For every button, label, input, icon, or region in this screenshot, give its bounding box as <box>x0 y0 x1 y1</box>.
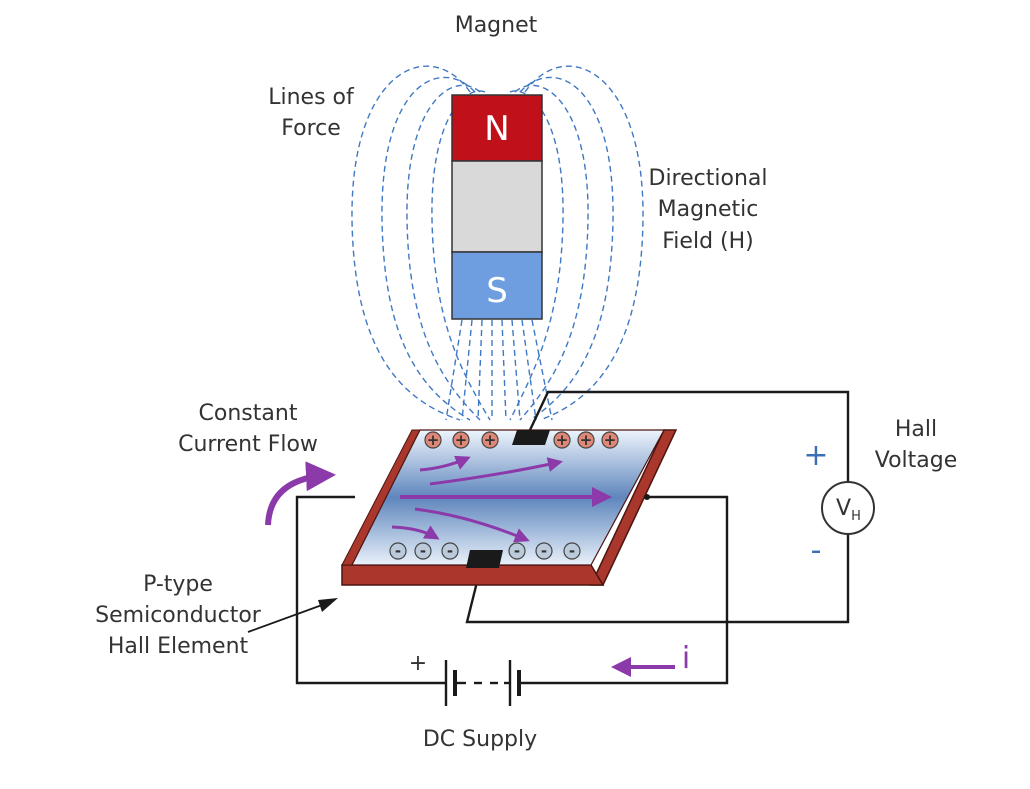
element-label-line1: P-type <box>143 572 213 597</box>
lines-of-force-label-line2: Force <box>281 116 341 141</box>
hall-element-leader <box>247 604 323 633</box>
field-label-line1: Directional <box>649 166 768 191</box>
positive-charge <box>553 431 571 449</box>
hall-voltage-label-line1: Hall <box>895 417 937 442</box>
negative-charge <box>563 542 581 560</box>
element-label-line3: Hall Element <box>108 634 249 659</box>
negative-charge-sign: - <box>541 542 547 560</box>
positive-charge <box>577 431 595 449</box>
south-label: S <box>486 271 508 311</box>
negative-charge <box>535 542 553 560</box>
hall-minus-sign: - <box>811 533 822 568</box>
hall-plus-sign: + <box>803 438 828 473</box>
positive-charge <box>601 431 619 449</box>
dc-supply-battery <box>444 660 521 706</box>
negative-charge-sign: - <box>420 542 426 560</box>
hall-contact-top <box>512 430 550 445</box>
negative-charge <box>414 542 432 560</box>
supply-plus-sign: + <box>409 651 427 676</box>
current-flow-arrows <box>265 455 675 677</box>
dc-supply-label: DC Supply <box>423 727 537 752</box>
negative-charge-sign: - <box>447 542 453 560</box>
positive-charge-sign: + <box>455 431 468 449</box>
negative-charge <box>508 542 526 560</box>
field-label-line2: Magnetic <box>658 197 759 222</box>
negative-charge-sign: - <box>395 542 401 560</box>
magnet-body <box>451 160 543 253</box>
current-label-line2: Current Flow <box>178 432 318 457</box>
negative-charge-sign: - <box>514 542 520 560</box>
north-label: N <box>484 109 509 149</box>
positive-charge <box>424 431 442 449</box>
positive-charge-sign: + <box>556 431 569 449</box>
negative-charges: ------ <box>389 542 581 560</box>
positive-charge <box>481 431 499 449</box>
voltmeter-symbol: VH <box>836 496 861 524</box>
south-pole <box>451 251 543 320</box>
negative-charge <box>441 542 459 560</box>
positive-charge-sign: + <box>484 431 497 449</box>
current-label-line1: Constant <box>199 401 298 426</box>
positive-charge-sign: + <box>580 431 593 449</box>
hall-element-leader-head <box>318 598 338 612</box>
positive-charge-sign: + <box>427 431 440 449</box>
hall-voltage-label-line2: Voltage <box>875 448 958 473</box>
element-label-line2: Semiconductor <box>95 603 262 628</box>
current-symbol: i <box>682 641 690 676</box>
hall-voltmeter: VH <box>821 481 875 535</box>
positive-charge <box>452 431 470 449</box>
labels: Magnet Lines of Force Directional Magnet… <box>95 13 957 752</box>
negative-charge <box>389 542 407 560</box>
positive-charges: + + + + + + <box>424 431 619 449</box>
current-contact-right <box>644 494 650 500</box>
field-label-line3: Field (H) <box>662 229 753 254</box>
hall-contact-bottom <box>466 550 503 568</box>
lines-of-force-label-line1: Lines of <box>268 85 355 110</box>
negative-charge-sign: - <box>569 542 575 560</box>
circuit-wires <box>295 390 850 685</box>
magnet: N S <box>451 94 543 320</box>
hall-element <box>341 429 678 586</box>
magnet-label: Magnet <box>455 13 538 38</box>
positive-charge-sign: + <box>604 431 617 449</box>
north-pole <box>451 94 543 162</box>
